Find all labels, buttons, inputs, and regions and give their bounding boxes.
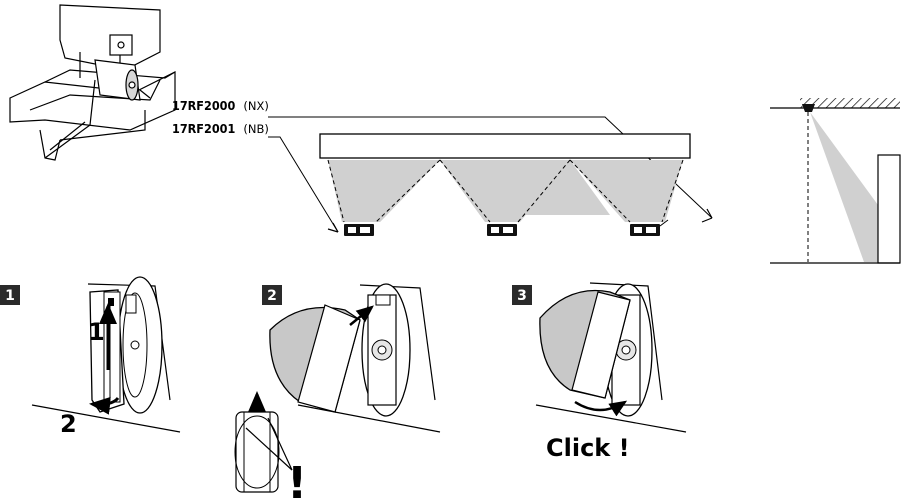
wall-block (877, 154, 901, 264)
svg-text:2: 2 (60, 410, 77, 438)
model-a-label: 17RF2000 (NX) (172, 95, 269, 114)
svg-text:2: 2 (267, 288, 277, 304)
detection-zone-3 (570, 160, 683, 222)
clip-inset: ! (234, 391, 307, 500)
step-1-badge (0, 285, 20, 305)
side-view-diagram (770, 98, 901, 264)
svg-text:1: 1 (5, 288, 15, 304)
svg-text:1: 1 (88, 318, 105, 346)
svg-text:!: ! (287, 458, 307, 500)
step-2-badge (262, 285, 282, 305)
sensor-head-3 (630, 224, 660, 236)
svg-text:Click !: Click ! (546, 434, 630, 462)
step-3-badge (512, 285, 532, 305)
step-1: 1 1 2 (0, 276, 181, 438)
leader-line-b (268, 136, 339, 233)
leader-line-a (268, 116, 713, 219)
sensor-head-2 (487, 224, 517, 236)
step-2: 2 ! (234, 283, 441, 500)
coverage-diagram (268, 116, 713, 236)
ceiling-panel (319, 133, 691, 159)
detection-zone-2 (440, 160, 570, 222)
rotate-arrow (89, 396, 120, 415)
recessed-housing-drawing (9, 4, 176, 161)
sensor-head-1 (344, 224, 374, 236)
side-detection-zone (810, 112, 878, 262)
svg-text:3: 3 (517, 288, 527, 304)
model-b-label: 17RF2001 (NB) (172, 118, 269, 137)
step-3: 3 Click ! (512, 282, 687, 462)
model-labels: 17RF2000 (NX) 17RF2001 (NB) (172, 95, 269, 137)
